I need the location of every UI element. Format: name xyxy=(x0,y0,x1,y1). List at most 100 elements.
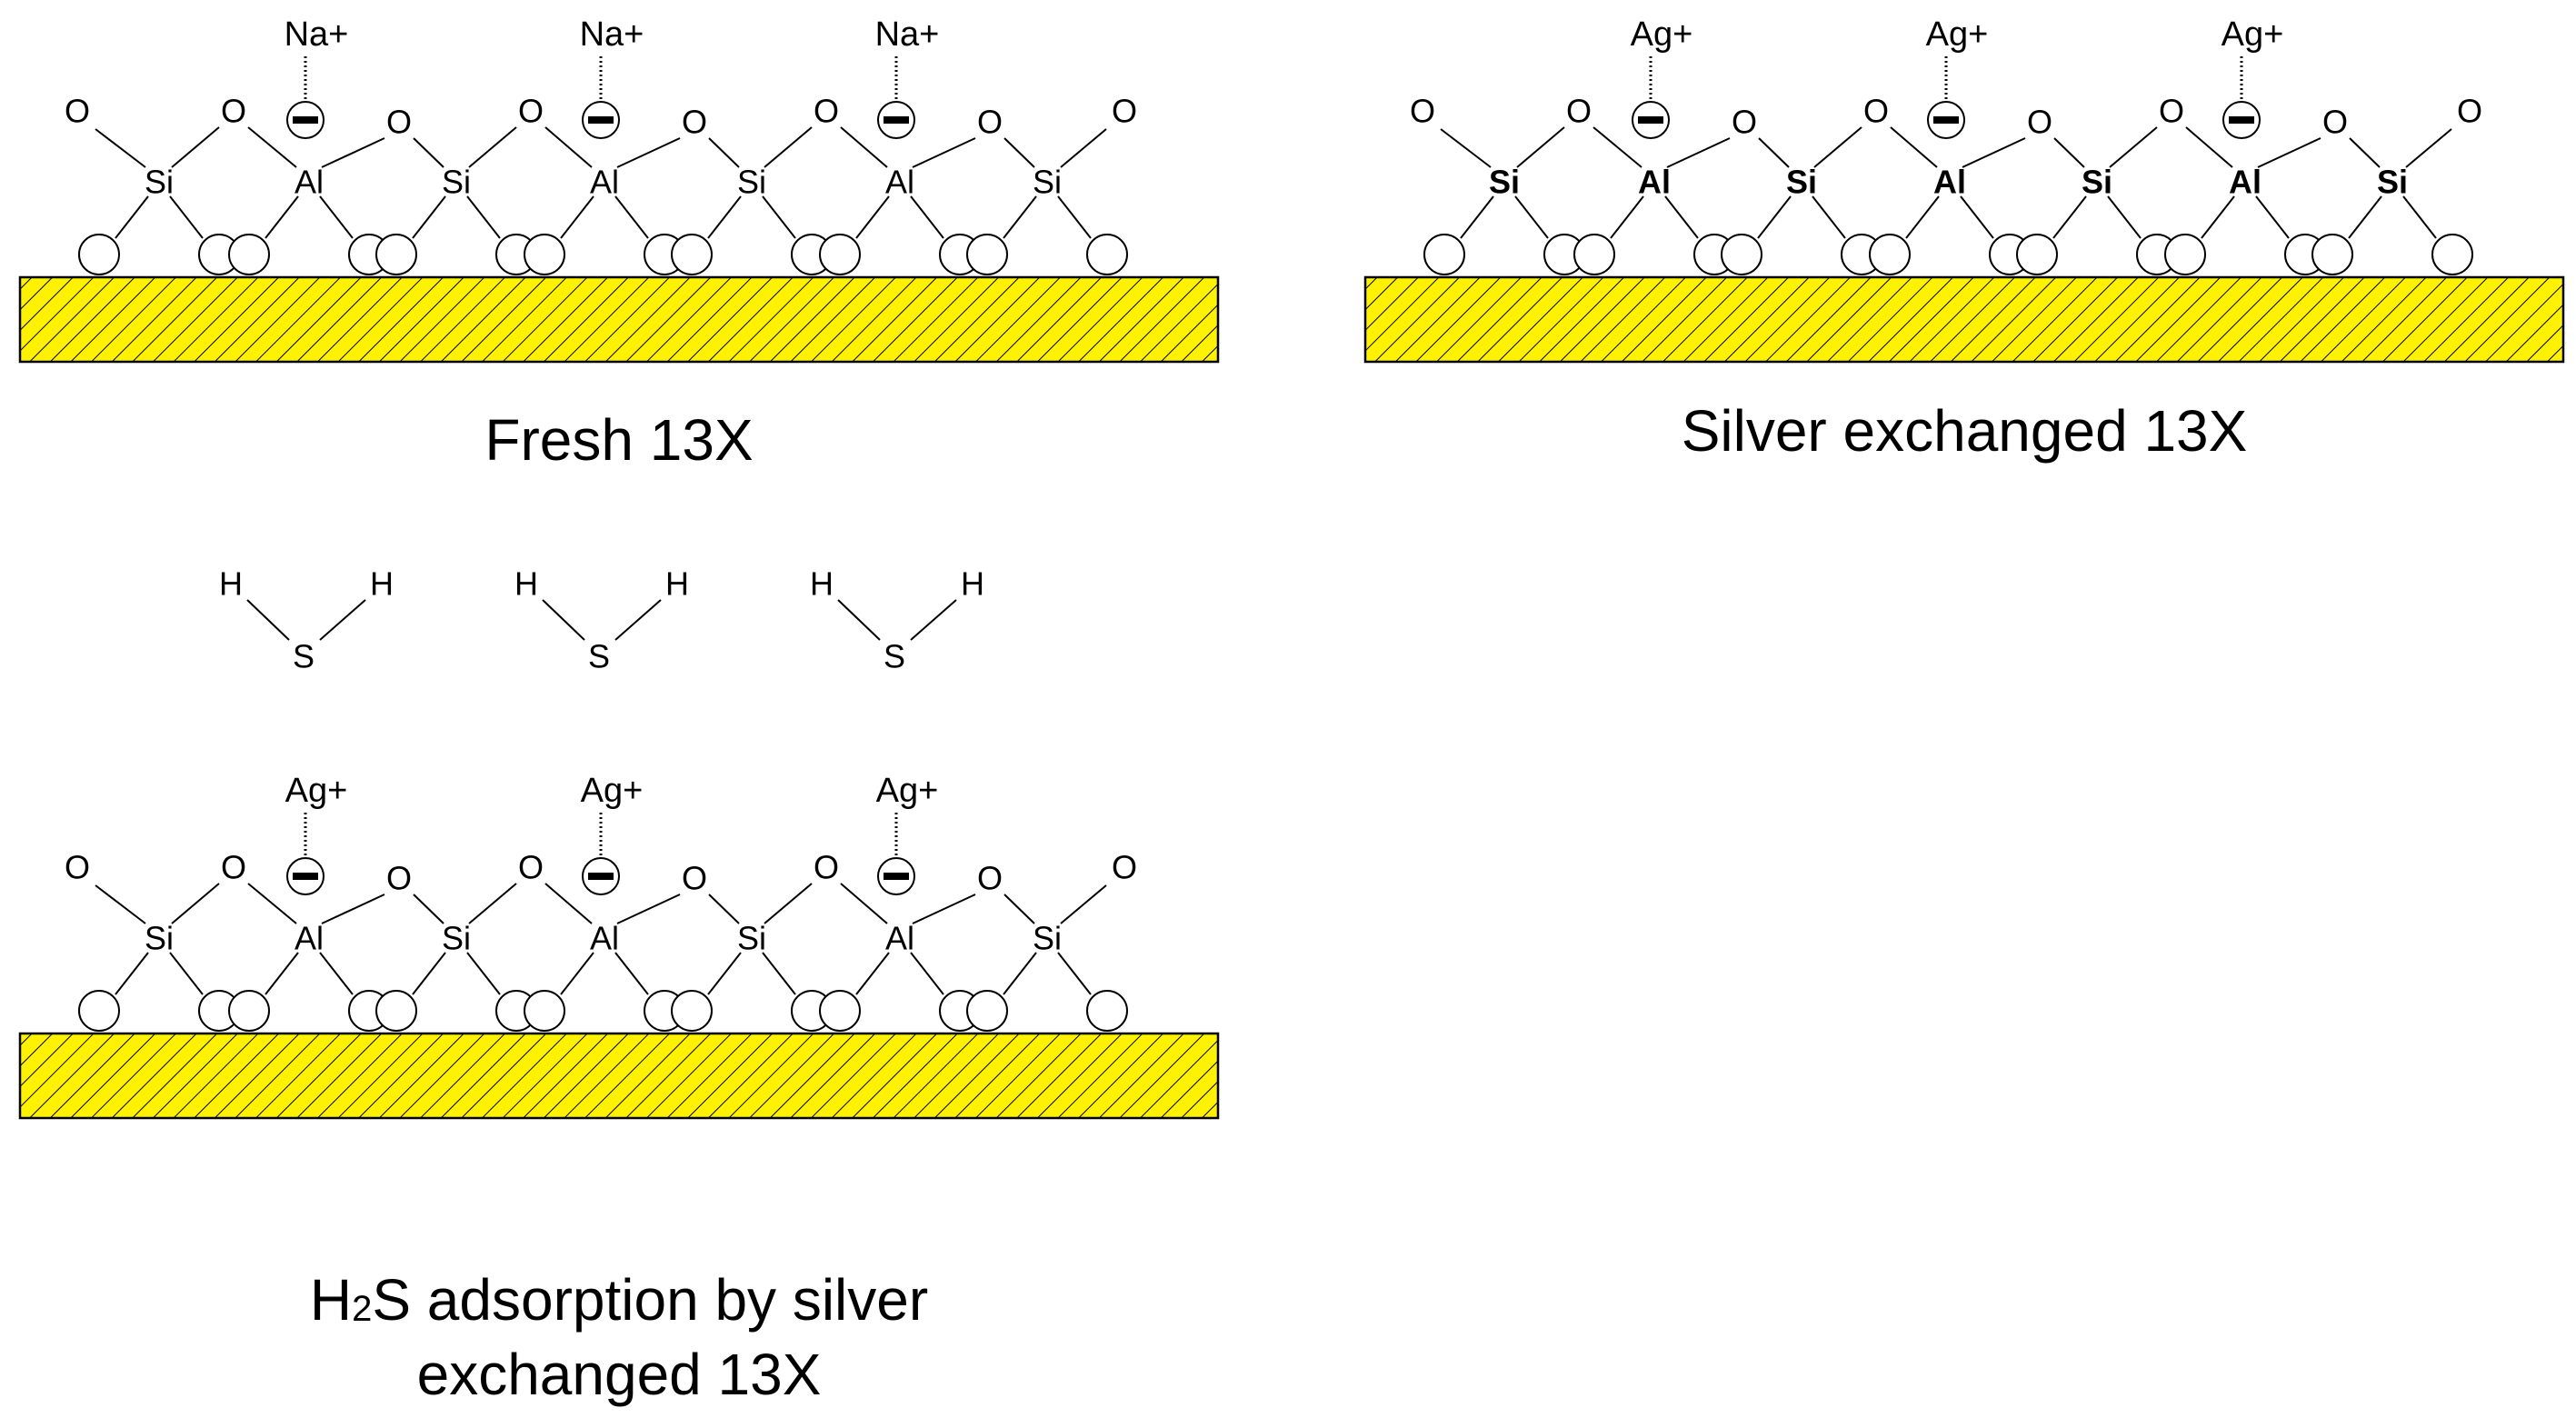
oxygen-atom: O xyxy=(65,849,90,886)
hydrogen-atom: H xyxy=(514,565,538,603)
bond-line xyxy=(1003,137,1035,168)
sulfur-atom: S xyxy=(588,638,610,675)
oxygen-atom: O xyxy=(814,849,839,886)
bond-line xyxy=(1003,894,1035,924)
bond-line xyxy=(840,126,888,168)
panel-caption-line2: exchanged 13X xyxy=(417,1342,822,1407)
bond-line xyxy=(468,883,517,924)
anchor-circle xyxy=(819,234,861,275)
bond-line xyxy=(95,884,146,924)
bond-line xyxy=(1610,195,1644,239)
negative-charge-bar xyxy=(884,116,909,124)
negative-charge-bar xyxy=(884,873,909,880)
oxygen-atom: O xyxy=(2159,93,2184,130)
silicon-atom: Si xyxy=(2377,164,2408,201)
hydrogen-atom: H xyxy=(810,565,834,603)
bond-line xyxy=(1460,195,1494,239)
bond-line xyxy=(2349,137,2381,168)
bond-line xyxy=(1057,195,1092,239)
oxygen-atom: O xyxy=(1112,93,1137,130)
bond-line xyxy=(1440,128,1492,168)
bond-line xyxy=(855,952,890,995)
bond-line xyxy=(910,195,944,239)
bond-line xyxy=(707,195,742,239)
anchor-circle xyxy=(1086,234,1128,275)
bond-line xyxy=(413,137,444,168)
oxygen-atom: O xyxy=(65,93,90,130)
bond-line xyxy=(1003,952,1037,995)
bond-line xyxy=(2052,195,2087,239)
bond-line xyxy=(614,952,649,995)
oxygen-atom: O xyxy=(386,860,412,897)
bond-line xyxy=(544,126,593,168)
negative-charge-bar xyxy=(588,873,614,880)
aluminium-atom: Al xyxy=(2229,164,2261,201)
bond-line xyxy=(319,599,366,641)
cation-label: Na+ xyxy=(875,15,940,54)
negative-charge-bar xyxy=(293,116,318,124)
bond-line xyxy=(169,195,204,239)
bond-line xyxy=(2107,195,2142,239)
silicon-atom: Si xyxy=(442,164,471,201)
bond-line xyxy=(466,952,501,995)
bond-line xyxy=(115,195,149,239)
cation-label: Ag+ xyxy=(581,772,644,810)
bond-line xyxy=(855,195,890,239)
silicon-atom: Si xyxy=(145,920,174,957)
bond-line xyxy=(169,952,204,995)
bond-line xyxy=(560,195,594,239)
aluminium-atom: Al xyxy=(885,920,914,957)
oxygen-atom: O xyxy=(1112,849,1137,886)
bond-line xyxy=(764,126,813,168)
bond-line xyxy=(1960,195,1994,239)
bond-line xyxy=(2109,126,2158,168)
anchor-circle xyxy=(2164,234,2206,275)
silicon-atom: Si xyxy=(1033,920,1062,957)
bond-line xyxy=(171,883,220,924)
anchor-circle xyxy=(228,990,270,1032)
aluminium-atom: Al xyxy=(885,164,914,201)
bond-line xyxy=(265,952,299,995)
bond-line xyxy=(837,599,881,641)
anchor-circle xyxy=(524,990,565,1032)
bond-line xyxy=(1890,126,1938,168)
bond-line xyxy=(115,952,149,995)
aluminium-atom: Al xyxy=(590,164,619,201)
bond-line xyxy=(1664,195,1699,239)
bond-line xyxy=(1516,126,1565,168)
bond-line xyxy=(912,894,976,924)
bond-line xyxy=(1962,137,2026,168)
bond-line xyxy=(708,137,740,168)
bond-line xyxy=(246,599,290,641)
bond-line xyxy=(2348,195,2382,239)
anchor-circle xyxy=(966,990,1008,1032)
oxygen-atom: O xyxy=(1863,93,1889,130)
bond-line xyxy=(708,894,740,924)
anchor-circle xyxy=(819,990,861,1032)
oxygen-atom: O xyxy=(2457,93,2482,130)
bond-line xyxy=(321,137,385,168)
negative-charge-bar xyxy=(1638,116,1663,124)
bond-line xyxy=(1757,195,1792,239)
bond-line xyxy=(466,195,501,239)
negative-charge-bar xyxy=(293,873,318,880)
anchor-circle xyxy=(1721,234,1762,275)
bond-line xyxy=(412,952,446,995)
oxygen-atom: O xyxy=(682,104,707,141)
oxygen-atom: O xyxy=(1566,93,1592,130)
silicon-atom: Si xyxy=(2082,164,2112,201)
oxygen-atom: O xyxy=(221,849,246,886)
aluminium-atom: Al xyxy=(1933,164,1966,201)
bond-line xyxy=(2053,137,2085,168)
oxygen-atom: O xyxy=(221,93,246,130)
oxygen-atom: O xyxy=(386,104,412,141)
cation-label: Na+ xyxy=(285,15,349,54)
anchor-circle xyxy=(671,234,713,275)
bond-line xyxy=(1060,884,1107,924)
bond-line xyxy=(1758,137,1790,168)
bond-line xyxy=(319,952,354,995)
anchor-circle xyxy=(1423,234,1465,275)
